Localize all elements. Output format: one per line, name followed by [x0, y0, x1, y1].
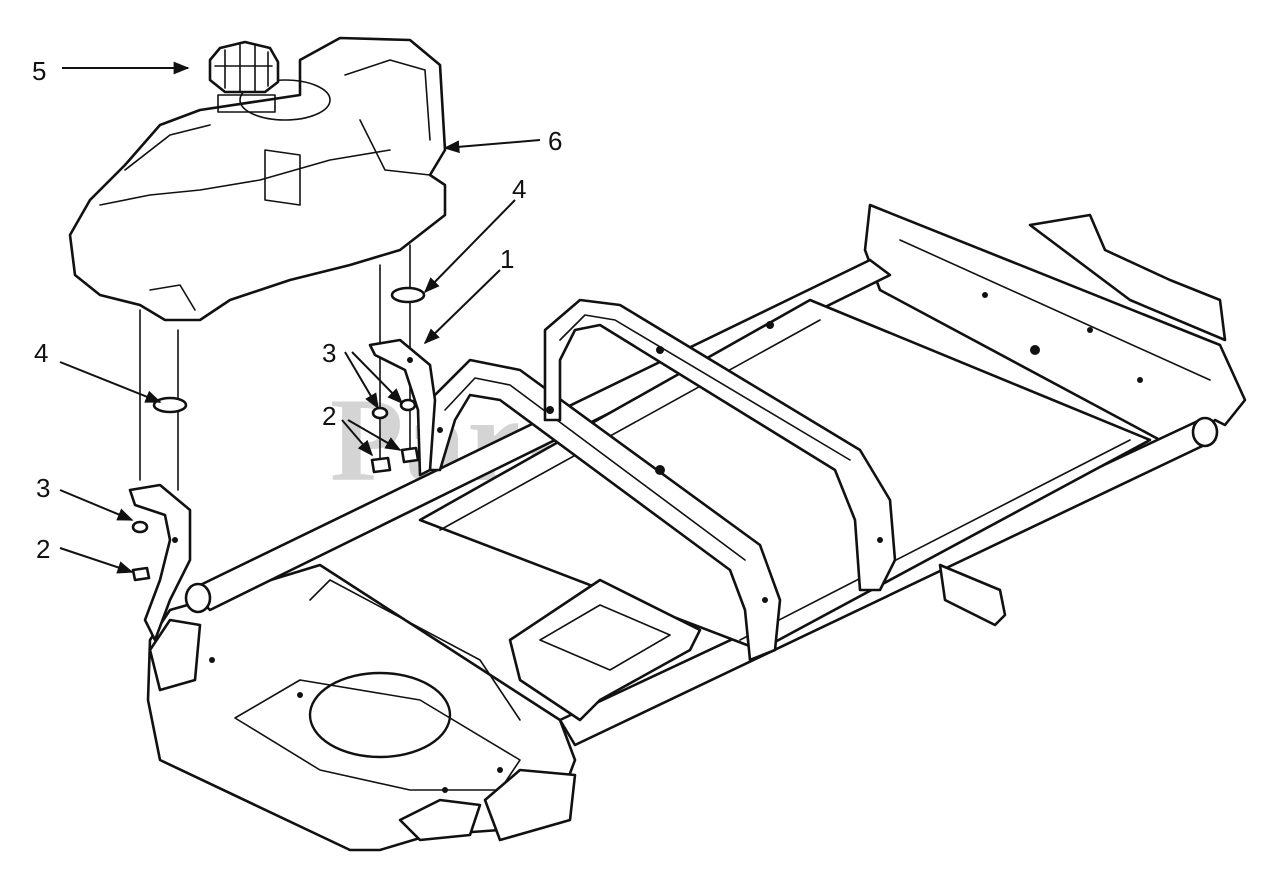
callout-2-left: 2: [36, 534, 50, 564]
callout-1: 1: [500, 244, 514, 274]
callout-4-left: 4: [34, 338, 48, 368]
callout-5: 5: [32, 56, 46, 86]
left-tank-bracket: [128, 309, 192, 642]
leader-lines: [59, 61, 541, 574]
callout-2-right: 2: [322, 401, 336, 431]
fuel-tank: [68, 36, 447, 322]
right-tank-bracket: [368, 244, 437, 477]
callout-4-right: 4: [512, 174, 526, 204]
callout-3-left: 3: [36, 473, 50, 503]
callout-3-right: 3: [322, 338, 336, 368]
callout-labels: 5 6 4 1 4 3 2 3 2: [32, 56, 562, 564]
frame-chassis: [146, 203, 1247, 852]
frame-holes: [209, 292, 1143, 793]
callout-6: 6: [548, 126, 562, 156]
fuel-cap: [208, 40, 280, 113]
